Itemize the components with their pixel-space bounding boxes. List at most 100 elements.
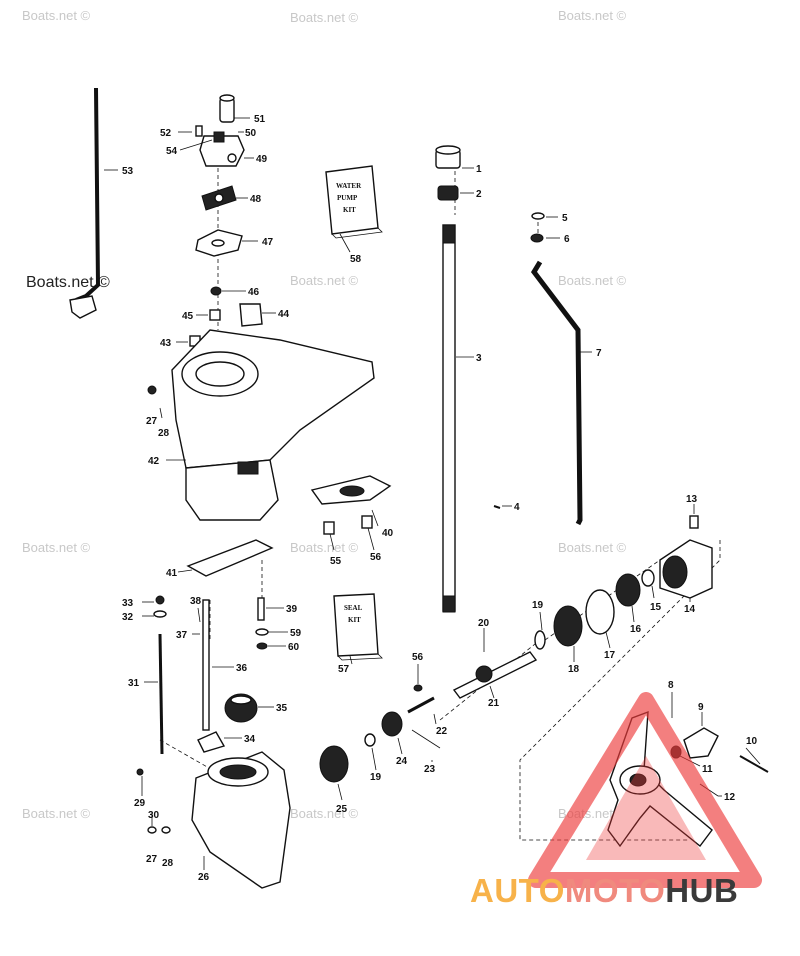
callout-1: 1 <box>476 164 482 175</box>
callout-6: 6 <box>564 234 570 245</box>
kit-label: KIT <box>348 616 361 624</box>
watermark: Boats.net © <box>290 540 359 555</box>
callout-41: 41 <box>166 568 178 579</box>
callout-15: 15 <box>650 602 662 613</box>
callout-5: 5 <box>562 213 568 224</box>
callout-27: 27 <box>146 854 158 865</box>
callout-28: 28 <box>162 858 174 869</box>
brand-logo: AUTOMOTOHUB <box>470 872 738 910</box>
gasket-41 <box>186 539 274 577</box>
callout-47: 47 <box>262 237 274 248</box>
callout-43: 43 <box>160 338 172 349</box>
callout-20: 20 <box>478 618 490 629</box>
anode-plate-40 <box>310 475 392 535</box>
watermark: Boats.net © <box>290 10 359 25</box>
watermark: Boats.net © <box>558 8 627 23</box>
callout-24: 24 <box>396 756 408 767</box>
callout-19: 19 <box>370 772 382 783</box>
callout-18: 18 <box>568 664 580 675</box>
callout-34: 34 <box>244 734 256 745</box>
shift-rod-7 <box>530 212 583 526</box>
callout-13: 13 <box>686 494 698 505</box>
leader-lines <box>141 117 761 870</box>
callout-53: 53 <box>122 166 134 177</box>
callout-labels: 51 52 50 54 49 53 48 47 58 46 45 44 43 2… <box>122 114 758 883</box>
callout-39: 39 <box>286 604 298 615</box>
callout-52: 52 <box>160 128 172 139</box>
callout-56: 56 <box>370 552 382 563</box>
callout-49: 49 <box>256 154 268 165</box>
propeller-8 <box>607 710 769 848</box>
callout-45: 45 <box>182 311 194 322</box>
callout-46: 46 <box>248 287 260 298</box>
watermark: Boats.net © <box>22 8 91 23</box>
callout-42: 42 <box>148 456 160 467</box>
callout-17: 17 <box>604 650 616 661</box>
callout-58: 58 <box>350 254 362 265</box>
callout-56: 56 <box>412 652 424 663</box>
kit-label: SEAL <box>344 604 363 612</box>
seal-kit-57: SEAL KIT <box>333 593 383 661</box>
watermark: Boats.net © <box>290 273 359 288</box>
callout-37: 37 <box>176 630 188 641</box>
callout-9: 9 <box>698 702 704 713</box>
driveshaft-group <box>435 145 501 613</box>
kit-label: KIT <box>343 206 356 214</box>
callout-25: 25 <box>336 804 348 815</box>
watermark: Boats.net © <box>290 806 359 821</box>
brand-logo-moto: MOTO <box>564 872 666 909</box>
callout-35: 35 <box>276 703 288 714</box>
callout-60: 60 <box>288 642 300 653</box>
callout-36: 36 <box>236 663 248 674</box>
propshaft-group <box>319 515 713 783</box>
watermark: Boats.net © <box>558 273 627 288</box>
brand-logo-auto: AUTO <box>470 872 565 909</box>
callout-29: 29 <box>134 798 146 809</box>
gearcase-26 <box>136 751 291 889</box>
callout-57: 57 <box>338 664 350 675</box>
water-pump-kit-58: WATER PUMP KIT <box>325 165 383 239</box>
callout-44: 44 <box>278 309 290 320</box>
callout-14: 14 <box>684 604 696 615</box>
callout-54: 54 <box>166 146 178 157</box>
callout-28: 28 <box>158 428 170 439</box>
callout-4: 4 <box>514 502 520 513</box>
callout-26: 26 <box>198 872 210 883</box>
watermark: Boats.net © <box>558 540 627 555</box>
callout-33: 33 <box>122 598 134 609</box>
callout-59: 59 <box>290 628 302 639</box>
callout-50: 50 <box>245 128 257 139</box>
watermark-large: Boats.net © <box>26 274 110 291</box>
callout-32: 32 <box>122 612 134 623</box>
callout-51: 51 <box>254 114 266 125</box>
watermark: Boats.net © <box>22 806 91 821</box>
callout-21: 21 <box>488 698 500 709</box>
brand-logo-triangle <box>528 692 762 888</box>
callout-7: 7 <box>596 348 602 359</box>
kit-label: PUMP <box>337 194 358 202</box>
water-pump-group <box>189 94 263 347</box>
callout-55: 55 <box>330 556 342 567</box>
driveshaft-housing-42 <box>147 329 375 521</box>
shift-rod-53 <box>69 87 118 319</box>
callout-30: 30 <box>148 810 160 821</box>
callout-23: 23 <box>424 764 436 775</box>
callout-27: 27 <box>146 416 158 427</box>
callout-38: 38 <box>190 596 202 607</box>
callout-10: 10 <box>746 736 758 747</box>
callout-22: 22 <box>436 726 448 737</box>
callout-2: 2 <box>476 189 482 200</box>
callout-11: 11 <box>702 764 713 775</box>
callout-3: 3 <box>476 353 482 364</box>
watermark: Boats.net © <box>22 540 91 555</box>
callout-40: 40 <box>382 528 394 539</box>
callout-12: 12 <box>724 792 736 803</box>
callout-31: 31 <box>128 678 140 689</box>
callout-48: 48 <box>250 194 262 205</box>
callout-16: 16 <box>630 624 642 635</box>
callout-19: 19 <box>532 600 544 611</box>
callout-8: 8 <box>668 680 674 691</box>
kit-label: WATER <box>336 182 362 190</box>
brand-logo-hub: HUB <box>665 872 739 909</box>
